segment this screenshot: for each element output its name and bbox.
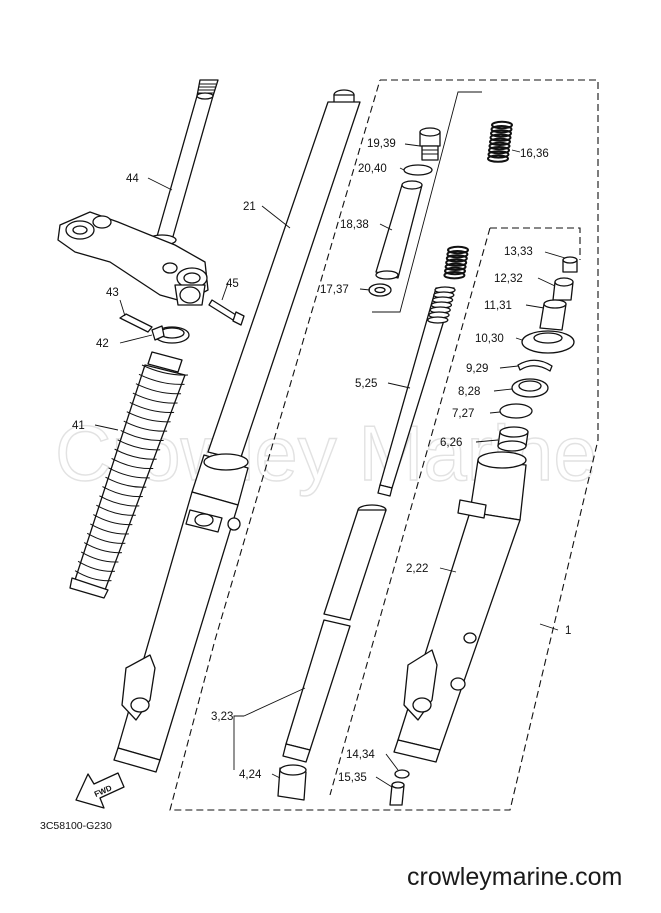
callout-20-40: 20,40 <box>358 163 387 175</box>
inner-tube-boundary <box>329 227 491 796</box>
clip-part-9-29 <box>517 359 553 372</box>
oil-seal-part-8-28 <box>511 378 549 398</box>
washer-part-17-37 <box>368 283 392 297</box>
assembly-boundary-outer <box>169 79 599 811</box>
o-ring-part-20-40 <box>403 164 433 176</box>
cap-group-bracket <box>372 91 482 313</box>
callout-3-23: 3,23 <box>211 711 233 723</box>
callout-11-31: 11,31 <box>484 300 512 312</box>
diagram-code: 3C58100-G230 <box>40 820 112 832</box>
callout-41: 41 <box>72 420 85 432</box>
gasket-part-14-34 <box>394 769 410 779</box>
bushing-part-13-33 <box>562 256 578 273</box>
guide-part-11-31 <box>539 299 567 331</box>
drain-bolt-part-15-35 <box>389 781 405 806</box>
callout-45: 45 <box>226 278 239 290</box>
callout-21: 21 <box>243 201 256 213</box>
callout-6-26: 6,26 <box>440 437 462 449</box>
callout-14-34: 14,34 <box>346 749 375 761</box>
washer-part-7-27 <box>499 403 533 419</box>
site-url: crowleymarine.com <box>407 863 622 891</box>
spacer-part-18-38 <box>375 180 423 280</box>
callout-4-24: 4,24 <box>239 769 262 781</box>
callout-12-32: 12,32 <box>494 273 523 285</box>
callout-9-29: 9,29 <box>466 363 488 375</box>
callout-7-27: 7,27 <box>452 408 474 420</box>
callout-15-35: 15,35 <box>338 772 367 784</box>
seat-part-10-30 <box>521 330 575 354</box>
callout-5-25: 5,25 <box>355 378 377 390</box>
leader-lines <box>94 143 566 788</box>
callout-16-36: 16,36 <box>520 148 549 160</box>
callout-43: 43 <box>106 287 119 299</box>
boot-band-part-42 <box>151 325 190 344</box>
callout-1: 1 <box>565 625 571 637</box>
callout-19-39: 19,39 <box>367 138 396 150</box>
slide-metal-part-6-26 <box>497 426 529 452</box>
assembly-boundary-inner <box>490 227 581 260</box>
callout-18-38: 18,38 <box>340 219 369 231</box>
callout-42: 42 <box>96 338 109 350</box>
fork-boot-part-41 <box>69 351 189 599</box>
callout-8-28: 8,28 <box>458 386 480 398</box>
outer-tube-part-2-22 <box>393 451 527 763</box>
callout-17-37: 17,37 <box>320 284 349 296</box>
callout-2-22: 2,22 <box>406 563 428 575</box>
callout-labels: 44 21 43 45 42 41 19,39 20,40 18,38 17,3… <box>72 138 571 784</box>
callout-13-33: 13,33 <box>504 246 533 258</box>
cap-bolt-part-19-39 <box>419 127 441 161</box>
collar-part-12-32 <box>552 277 574 301</box>
fork-spring-part-16-36 <box>487 120 513 163</box>
slide-bushing-part-4-24 <box>277 764 307 801</box>
inner-tube-part-3-23 <box>282 504 387 763</box>
clamp-bolt-part-43 <box>119 313 153 333</box>
damper-rod-part-5-25 <box>377 286 456 497</box>
steering-stem-part-44 <box>57 79 219 306</box>
callout-44: 44 <box>126 173 139 185</box>
callout-10-30: 10,30 <box>475 333 504 345</box>
forward-direction-arrow: FWD <box>75 772 125 809</box>
fork-leg-part-21 <box>113 89 361 773</box>
fork-spring-lower <box>443 245 469 280</box>
pinch-bolt-part-45 <box>208 299 245 326</box>
